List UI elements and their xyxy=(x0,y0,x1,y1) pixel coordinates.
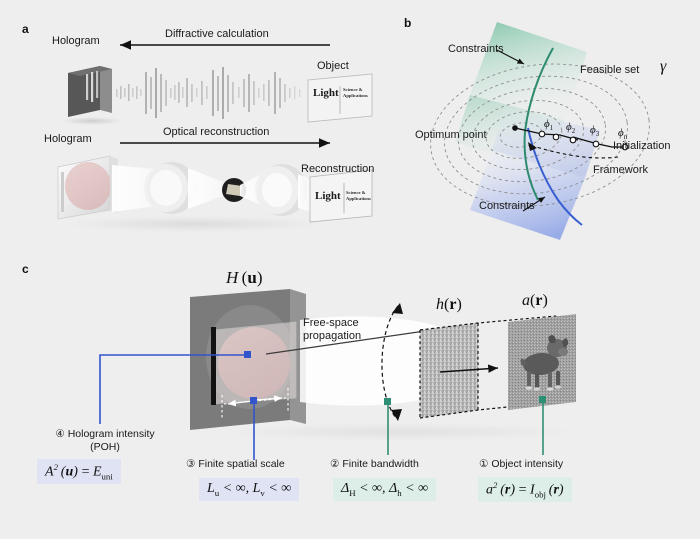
panel-letter-c: c xyxy=(22,262,29,276)
callout-1-title: ① Object intensity xyxy=(479,458,564,470)
label-framework: Framework xyxy=(593,164,649,176)
panel-letter-a: a xyxy=(22,22,29,36)
label-phi-2: ϕ2 xyxy=(566,121,576,136)
recon-logo-main: Light xyxy=(315,190,341,202)
label-constraints-bottom: Constraints xyxy=(479,200,535,212)
label-phi-n: ϕn xyxy=(618,127,628,142)
label-reconstruction: Reconstruction xyxy=(301,163,375,175)
panel-c-artwork xyxy=(99,289,580,460)
label-hologram-bottom: Hologram xyxy=(44,133,92,145)
label-h-r: h(r) xyxy=(436,296,462,313)
dog-object xyxy=(520,335,569,391)
label-feasible-set-symbol: γ xyxy=(660,58,667,75)
equation-finite-bandwidth: ΔH < ∞, Δh < ∞ xyxy=(333,478,437,501)
label-feasible-set: Feasible set xyxy=(580,64,640,76)
optical-setup xyxy=(57,155,373,232)
label-constraints-top: Constraints xyxy=(448,43,504,55)
equation-finite-spatial-scale: Lu < ∞, Lv < ∞ xyxy=(199,478,300,501)
panel-a-artwork xyxy=(57,40,373,232)
hologram-plate-top xyxy=(62,66,122,125)
label-initialization: Initialization xyxy=(613,140,671,152)
equation-hologram-intensity: A2 (u) = Euni xyxy=(37,459,121,485)
recon-logo-sub-1: Science & xyxy=(346,190,366,195)
label-free-space-propagation: Free-space propagation xyxy=(303,317,362,342)
label-optimum-point: Optimum point xyxy=(415,129,487,141)
equation-object-intensity: a2 (r) = Iobj (r) xyxy=(478,477,572,503)
label-a-r: a(r) xyxy=(522,292,548,309)
label-phi-3: ϕ3 xyxy=(590,124,600,139)
recon-logo-sub-2: Applications xyxy=(346,195,371,201)
panel-letter-b: b xyxy=(404,16,412,30)
object-logo-sub-2: Applications xyxy=(343,92,368,98)
callout-4-title: ④ Hologram intensity (POH) xyxy=(55,428,155,453)
wavefront-bars xyxy=(116,67,301,119)
label-H-u: H (u) xyxy=(226,268,263,287)
label-object: Object xyxy=(317,60,349,72)
object-logo-sub-1: Science & xyxy=(343,87,363,92)
object-logo-main: Light xyxy=(313,87,339,99)
panel-b-artwork xyxy=(430,22,650,240)
object-card xyxy=(307,73,373,123)
label-optical-reconstruction: Optical reconstruction xyxy=(163,126,270,138)
label-hologram-top: Hologram xyxy=(52,35,100,47)
label-phi-1: ϕ1 xyxy=(544,118,554,133)
label-diffractive-calculation: Diffractive calculation xyxy=(165,28,269,40)
callout-3-title: ③ Finite spatial scale xyxy=(186,458,285,470)
callout-2-title: ② Finite bandwidth xyxy=(330,458,419,470)
